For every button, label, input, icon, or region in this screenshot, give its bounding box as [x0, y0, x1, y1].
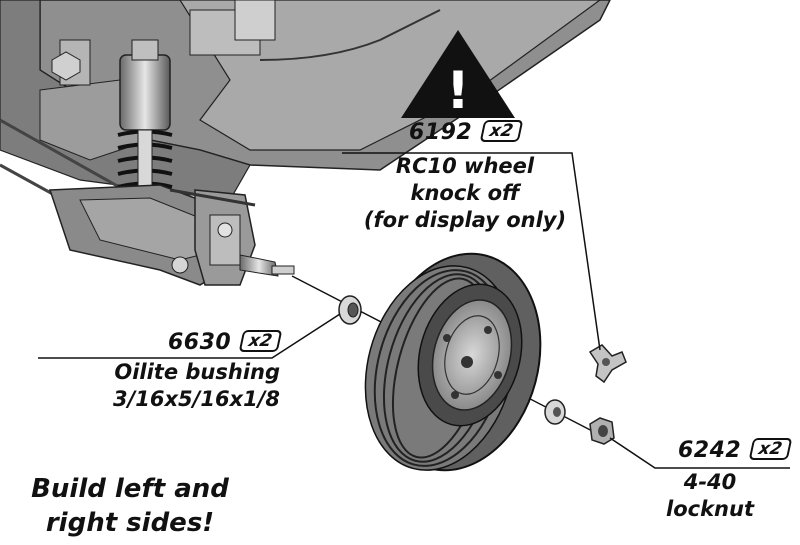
- oilite-bushing: [338, 295, 362, 325]
- wheel-tire: [364, 252, 542, 472]
- description-line: RC10 wheel: [395, 154, 535, 178]
- callout-locknut: 6242 x2 4-40 locknut: [630, 438, 793, 523]
- description-line: (for display only): [363, 208, 567, 232]
- warning-triangle-icon: !: [401, 30, 515, 121]
- part-number: 6630: [167, 330, 232, 355]
- description-line: locknut: [666, 497, 754, 521]
- callout-oilite-bushing: 6630 x2 Oilite bushing 3/16x5/16x1/8: [40, 330, 283, 413]
- description-line: 4-40: [683, 470, 737, 494]
- build-note: Build left and right sides!: [10, 472, 250, 540]
- description-line: 3/16x5/16x1/8: [113, 387, 280, 411]
- axle: [239, 254, 295, 277]
- washer: [544, 399, 566, 425]
- quantity-badge: x2: [748, 438, 793, 460]
- leader-6192: [342, 152, 601, 351]
- quantity-badge: x2: [238, 330, 283, 352]
- note-line: right sides!: [45, 508, 215, 538]
- chassis: [0, 0, 611, 222]
- description-line: knock off: [410, 181, 520, 205]
- locknut: [589, 417, 615, 445]
- callout-wheel-knock-off: 6192 x2 RC10 wheel knock off (for display…: [345, 120, 585, 234]
- part-number: 6242: [677, 438, 742, 463]
- wheel-knock-off: [588, 344, 627, 384]
- leader-lines: [38, 152, 790, 469]
- suspension-arm: [48, 184, 256, 286]
- note-line: Build left and: [31, 474, 229, 504]
- warning-exclamation: !: [446, 61, 470, 121]
- leader-6242: [609, 437, 790, 469]
- part-number: 6192: [408, 120, 473, 145]
- description-line: Oilite bushing: [114, 360, 280, 384]
- leader-6630: [38, 313, 341, 359]
- quantity-badge: x2: [479, 120, 524, 142]
